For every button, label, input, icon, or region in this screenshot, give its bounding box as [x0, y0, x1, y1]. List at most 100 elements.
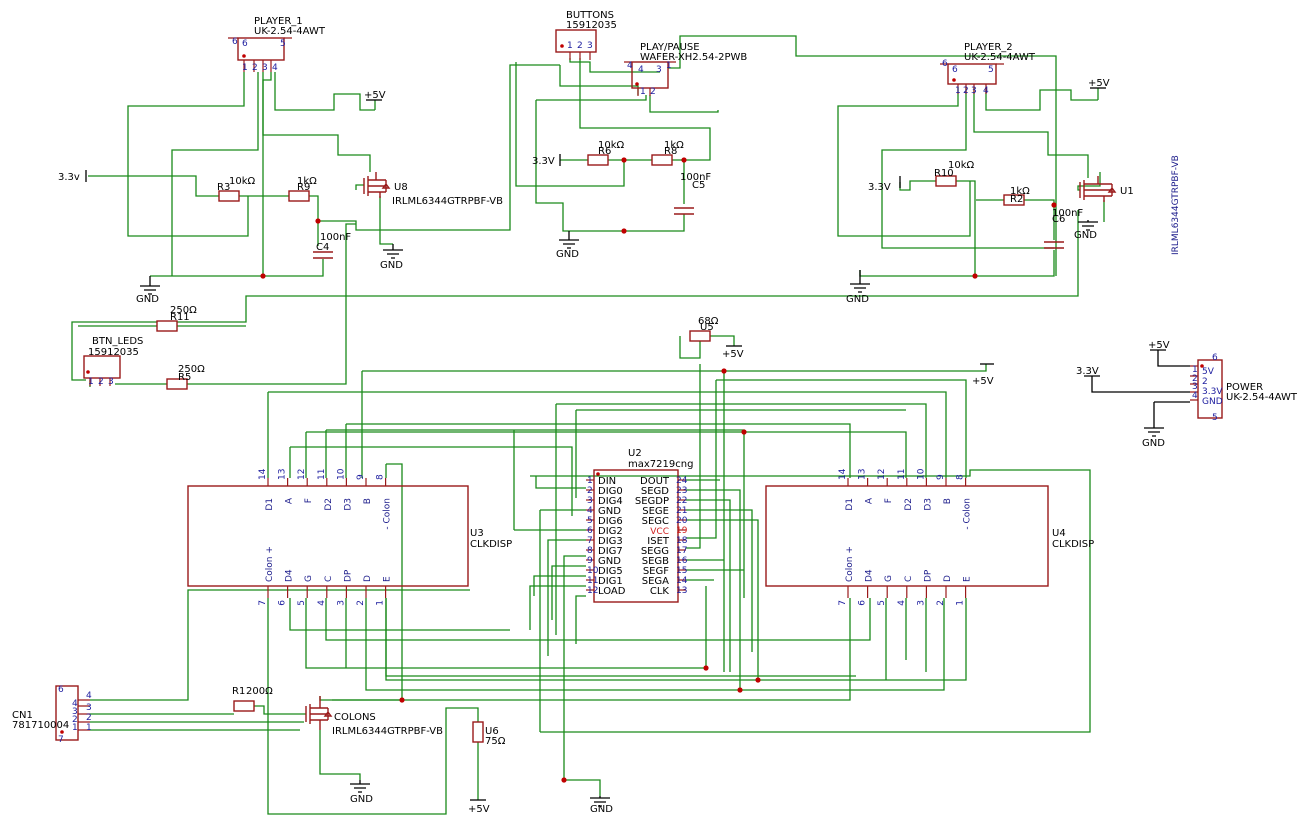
- resistor-r6: [587, 154, 609, 166]
- u2-pin-name: CLK: [650, 586, 670, 597]
- mosfet-u1: [1079, 176, 1117, 202]
- display-pin-num: 5: [877, 600, 887, 606]
- display-pin-num: 9: [936, 474, 946, 480]
- display-pin-name: D3: [923, 498, 933, 511]
- display-pin-num: 7: [258, 600, 268, 606]
- power-pin4-name: GND: [1202, 397, 1223, 407]
- display-pin-name: F: [304, 498, 314, 503]
- u1-ref: U1: [1120, 186, 1134, 197]
- display-pin-num: 10: [336, 468, 346, 480]
- r2-value: 1kΩ: [1010, 186, 1030, 197]
- display-pin-name: A: [285, 497, 295, 504]
- display-pin-name: DP: [923, 569, 933, 582]
- display-pin-name: Colon +: [265, 546, 275, 582]
- power-pin3: 3: [1192, 382, 1198, 392]
- display-pin-name: Colon +: [845, 546, 855, 582]
- display-pin-num: 5: [297, 600, 307, 606]
- net-5v-player1: +5V: [364, 90, 386, 101]
- u2-pin-num: 23: [676, 486, 687, 496]
- u2-pin-name: ISET: [647, 536, 670, 547]
- u2-pin-num: 11: [587, 576, 598, 586]
- u4-value: CLKDISP: [1052, 539, 1094, 550]
- u3-value: CLKDISP: [470, 539, 512, 550]
- net-gnd-colons: GND: [350, 794, 373, 805]
- display-pin-num: 1: [956, 600, 966, 606]
- display-pin-num: 12: [877, 469, 887, 480]
- display-pin-name: G: [884, 575, 894, 582]
- net-33v-buttons: 3.3V: [532, 156, 555, 167]
- net-5v-u1: +5V: [1088, 78, 1110, 89]
- buttons-pin2: 2: [577, 41, 583, 51]
- u2-pin-num: 7: [587, 536, 593, 546]
- gnd-symbol-power: [1144, 401, 1190, 437]
- u2-pin-num: 20: [676, 516, 688, 526]
- display-pin-name: D4: [285, 569, 295, 582]
- player1-pin2: 2: [252, 63, 258, 73]
- display-pin-num: 10: [916, 468, 926, 480]
- u2-pin-name: SEGF: [643, 566, 669, 577]
- resistor-r9: [288, 190, 310, 202]
- display-pin-num: 8: [956, 474, 966, 480]
- r11-value: 250Ω: [170, 305, 197, 316]
- cn1-pin6: 6: [58, 685, 64, 695]
- btnleds-value: 15912035: [88, 347, 139, 358]
- cn1-pin4: 4: [86, 691, 92, 701]
- net-gnd-u1: GND: [1074, 230, 1097, 241]
- resistor-u6: [472, 721, 484, 743]
- buttons-ref: BUTTONS: [566, 10, 614, 21]
- gnd-symbol-buttons: [559, 231, 579, 249]
- gnd-symbol-u2: [590, 796, 610, 807]
- u2-pin-num: 24: [676, 476, 688, 486]
- player2-pin1: 1: [955, 86, 961, 96]
- gnd-symbol-u1: [1078, 220, 1098, 231]
- display-pin-num: 13: [278, 469, 288, 480]
- gnd-symbol-player1: [140, 276, 160, 295]
- cn1-pin2-inner: 2: [72, 715, 78, 725]
- capacitor-c6: [1044, 241, 1064, 249]
- net-33v-left: 3.3v: [58, 172, 80, 183]
- power-ref: POWER: [1226, 382, 1263, 393]
- capacitor-c4: [313, 251, 333, 259]
- resistor-u5: [689, 330, 711, 342]
- u2-pin-num: 17: [676, 546, 687, 556]
- display-pin-name: D2: [324, 498, 334, 511]
- player1-pin5: 5: [280, 39, 286, 49]
- u2-pin-num: 1: [587, 476, 593, 486]
- u2-pin-name: SEGB: [642, 556, 669, 567]
- gnd-symbol-colons: [350, 780, 370, 793]
- r9-value: 1kΩ: [297, 176, 317, 187]
- u2-pin-name: DIG7: [598, 546, 623, 557]
- u2-pin-name: DIG2: [598, 526, 623, 537]
- display-pin-name: B: [363, 498, 373, 504]
- u2-pin-name: DIG1: [598, 576, 623, 587]
- playpause-pin4b: 4: [638, 65, 644, 75]
- u2-pin-name: LOAD: [598, 586, 626, 597]
- u2-pin-num: 3: [587, 496, 593, 506]
- player2-pin5: 5: [988, 65, 994, 75]
- mosfet-colons: [305, 696, 333, 730]
- r5-value: 250Ω: [178, 364, 205, 375]
- r6-ref: R6: [598, 146, 611, 157]
- display-pin-name: D1: [845, 498, 855, 511]
- resistors: [156, 154, 1025, 743]
- connector-player1: [228, 37, 292, 72]
- player2-pin6-inner: 6: [952, 65, 958, 75]
- u5-ref: U5: [700, 322, 714, 333]
- net-gnd-player2: GND: [846, 294, 869, 305]
- r1-value: 200Ω: [246, 686, 273, 697]
- u2-pin-num: 12: [587, 586, 598, 596]
- player2-value: UK-2.54-4AWT: [964, 52, 1036, 63]
- power-pin4: 4: [1192, 391, 1198, 401]
- r9-ref: R9: [297, 182, 310, 193]
- display-pin-name: - Colon: [963, 498, 973, 530]
- display-pin-name: D: [363, 575, 373, 582]
- u2-pin-name: DIN: [598, 476, 616, 487]
- player1-pin-6-inner: 6: [242, 39, 248, 49]
- playpause-pin3: 3: [656, 65, 662, 75]
- u2-pin-name: SEGDP: [635, 496, 669, 507]
- buttons-pin1: 1: [567, 41, 573, 51]
- c6-value: 100nF: [1052, 208, 1083, 219]
- player2-pin3: 3: [971, 86, 977, 96]
- power-value: UK-2.54-4AWT: [1226, 392, 1298, 403]
